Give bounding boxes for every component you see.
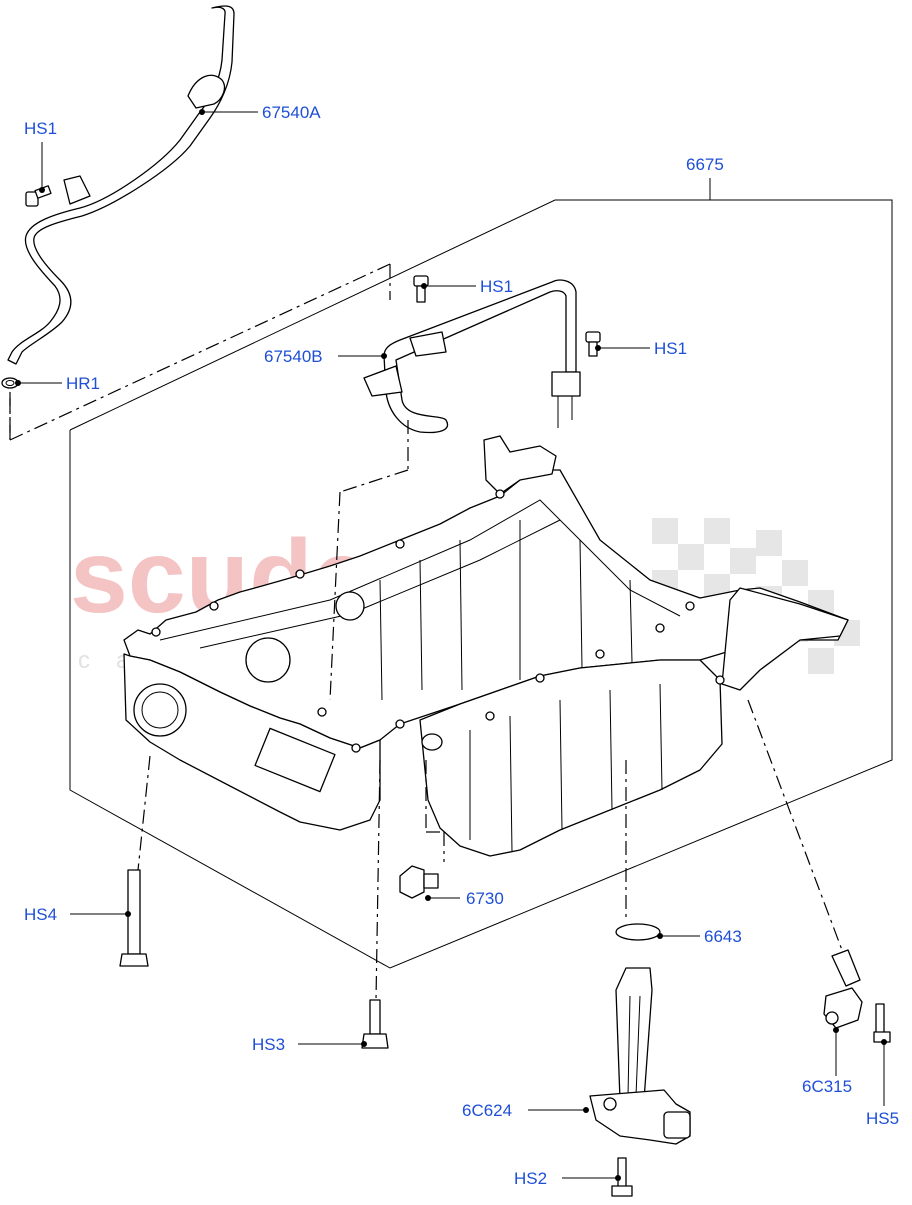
callout-hs2: HS2 bbox=[514, 1169, 547, 1188]
drain-plug-6730 bbox=[399, 865, 439, 899]
callout-hs1-right: HS1 bbox=[654, 339, 687, 358]
assembly-frame-6675 bbox=[69, 178, 893, 969]
callout-6730: 6730 bbox=[466, 889, 504, 908]
callout-hs5: HS5 bbox=[866, 1109, 899, 1128]
callout-6C624: 6C624 bbox=[462, 1101, 512, 1120]
callout-6675: 6675 bbox=[686, 155, 724, 174]
callout-67540B: 67540B bbox=[264, 347, 323, 366]
callout-hs3: HS3 bbox=[252, 1035, 285, 1054]
bolt-hs1-top bbox=[25, 185, 52, 207]
callout-hs1-mid: HS1 bbox=[480, 277, 513, 296]
bolt-hs4 bbox=[119, 869, 149, 967]
bolt-hs1-mid bbox=[413, 275, 429, 303]
dipstick-tube-67540A bbox=[1, 5, 235, 389]
oil-temp-sensor-6C315 bbox=[823, 949, 863, 1029]
seal-6643 bbox=[615, 923, 661, 941]
dipstick-tube-67540B bbox=[363, 275, 601, 434]
callout-6C315: 6C315 bbox=[802, 1077, 852, 1096]
bolt-hs5 bbox=[873, 1003, 891, 1043]
callout-labels: 67540A HS1 HR1 6675 HS1 HS1 67540B HS4 6… bbox=[24, 103, 899, 1188]
callout-67540A: 67540A bbox=[262, 103, 321, 122]
flange-bolt-holes bbox=[151, 489, 725, 753]
bolt-hs3 bbox=[361, 999, 389, 1049]
dash-leaders bbox=[9, 392, 843, 1001]
oil-pan-6675 bbox=[123, 435, 849, 857]
bolt-hs2 bbox=[611, 1157, 633, 1197]
oil-level-sensor-6C624 bbox=[589, 967, 691, 1145]
callout-hr1: HR1 bbox=[66, 374, 100, 393]
bolt-hs1-right bbox=[585, 331, 601, 357]
callout-leaders bbox=[15, 109, 887, 1181]
callout-hs1-top: HS1 bbox=[24, 119, 57, 138]
callout-6643: 6643 bbox=[704, 927, 742, 946]
callout-hs4: HS4 bbox=[24, 905, 57, 924]
